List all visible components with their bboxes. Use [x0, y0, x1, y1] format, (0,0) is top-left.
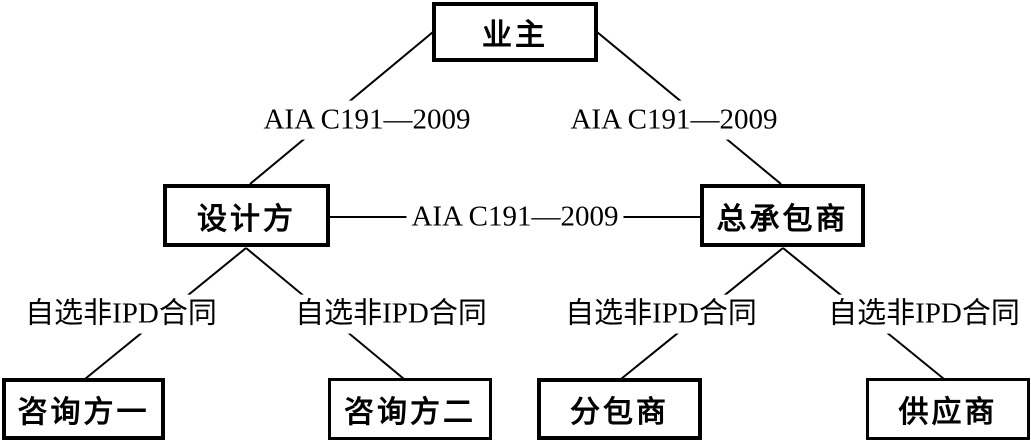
- node-subcontractor: 分包商: [537, 378, 702, 440]
- node-consultant2: 咨询方二: [328, 378, 492, 440]
- node-consultant1: 咨询方一: [2, 378, 165, 440]
- node-contractor: 总承包商: [700, 184, 865, 247]
- edge-label-contractor-subcontractor: 自选非IPD合同: [560, 294, 762, 334]
- node-supplier: 供应商: [866, 378, 1030, 440]
- edge-label-designer-consultant1: 自选非IPD合同: [20, 294, 222, 334]
- edge-label-owner-designer: AIA C191—2009: [258, 100, 476, 140]
- node-designer: 设计方: [163, 184, 330, 247]
- edge-label-designer-consultant2: 自选非IPD合同: [290, 294, 492, 334]
- edge-label-designer-contractor: AIA C191—2009: [406, 197, 624, 237]
- edge-label-owner-contractor: AIA C191—2009: [565, 100, 783, 140]
- node-owner: 业主: [432, 2, 598, 62]
- edge-label-contractor-supplier: 自选非IPD合同: [823, 294, 1025, 334]
